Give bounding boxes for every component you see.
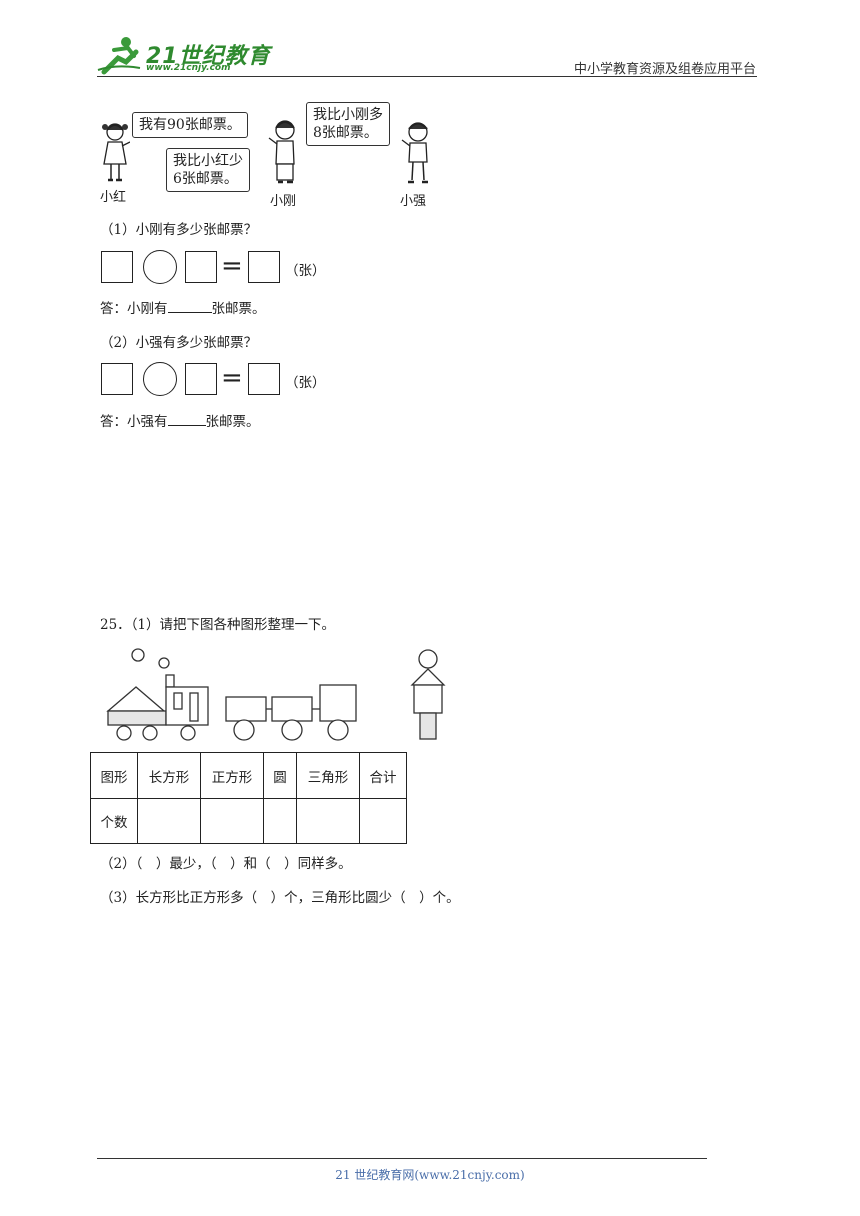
q24-part2-question: （2）小强有多少张邮票？ <box>100 335 258 351</box>
girl-xiaohong-icon <box>102 123 130 182</box>
table-header-cell: 长方形 <box>137 752 201 799</box>
logo-url: www.21cnjy.com <box>146 63 231 73</box>
table-header-cell: 正方形 <box>200 752 264 799</box>
bubble-xiaoqiang: 我比小刚多 8张邮票。 <box>306 102 390 146</box>
q25-part3: （3）长方形比正方形多（ ）个，三角形比圆少（ ）个。 <box>100 890 460 906</box>
operator-circle[interactable] <box>143 250 177 284</box>
q25-title: 25．（1）请把下图各种图形整理一下。 <box>100 617 336 633</box>
q24-part1-question: （1）小刚有多少张邮票？ <box>100 222 258 238</box>
equals-sign: = <box>221 363 243 393</box>
answer-blank[interactable] <box>167 298 212 313</box>
name-xiaogang: 小刚 <box>270 194 297 209</box>
runner-logo-icon <box>97 37 141 75</box>
answer-box[interactable] <box>248 363 280 395</box>
footer-divider <box>97 1158 707 1159</box>
footer-text: 21 世纪教育网(www.21cnjy.com) <box>335 1168 525 1182</box>
table-header-cell: 圆 <box>263 752 297 799</box>
answer-blank[interactable] <box>167 411 206 426</box>
table-answer-cell[interactable] <box>263 798 297 844</box>
answer-box[interactable] <box>101 251 133 283</box>
shapes-figure <box>106 648 446 741</box>
stamp-illustration: 小红 我有90张邮票。 我比小红少 6张邮票。 小刚 我比小刚多 8张邮票。 小… <box>100 102 440 209</box>
answer-box[interactable] <box>101 363 133 395</box>
name-xiaohong: 小红 <box>100 190 127 205</box>
equals-sign: = <box>221 251 243 281</box>
answer-box[interactable] <box>248 251 280 283</box>
bubble-xiaohong: 我有90张邮票。 <box>132 112 248 138</box>
unit-label: （张） <box>285 375 326 391</box>
shape-count-table: 图形 长方形 正方形 圆 三角形 合计 个数 <box>90 752 407 844</box>
answer-box[interactable] <box>185 251 217 283</box>
table-answer-cell[interactable] <box>200 798 264 844</box>
q24-part2-answer: 答：小强有张邮票。 <box>100 410 260 430</box>
operator-circle[interactable] <box>143 362 177 396</box>
table-header-cell: 图形 <box>90 752 138 799</box>
unit-label: （张） <box>285 263 326 279</box>
table-answer-cell[interactable] <box>137 798 201 844</box>
table-answer-cell[interactable] <box>296 798 360 844</box>
answer-box[interactable] <box>185 363 217 395</box>
logo <box>96 34 276 76</box>
q25-part2: （2）（ ）最少，（ ）和（ ）同样多。 <box>100 856 352 872</box>
q24-part1-answer: 答：小刚有张邮票。 <box>100 297 266 317</box>
boy-xiaogang-icon <box>268 120 295 184</box>
table-header-cell: 合计 <box>359 752 407 799</box>
logo-text: 21世纪教育 <box>146 44 271 69</box>
table-row-label: 个数 <box>90 798 138 844</box>
table-header-cell: 三角形 <box>296 752 360 799</box>
header-platform-text: 中小学教育资源及组卷应用平台 <box>573 62 756 77</box>
boy-xiaoqiang-icon <box>401 122 428 184</box>
table-answer-cell[interactable] <box>359 798 407 844</box>
header-divider <box>97 76 757 77</box>
bubble-xiaogang: 我比小红少 6张邮票。 <box>166 148 250 192</box>
name-xiaoqiang: 小强 <box>400 194 427 209</box>
